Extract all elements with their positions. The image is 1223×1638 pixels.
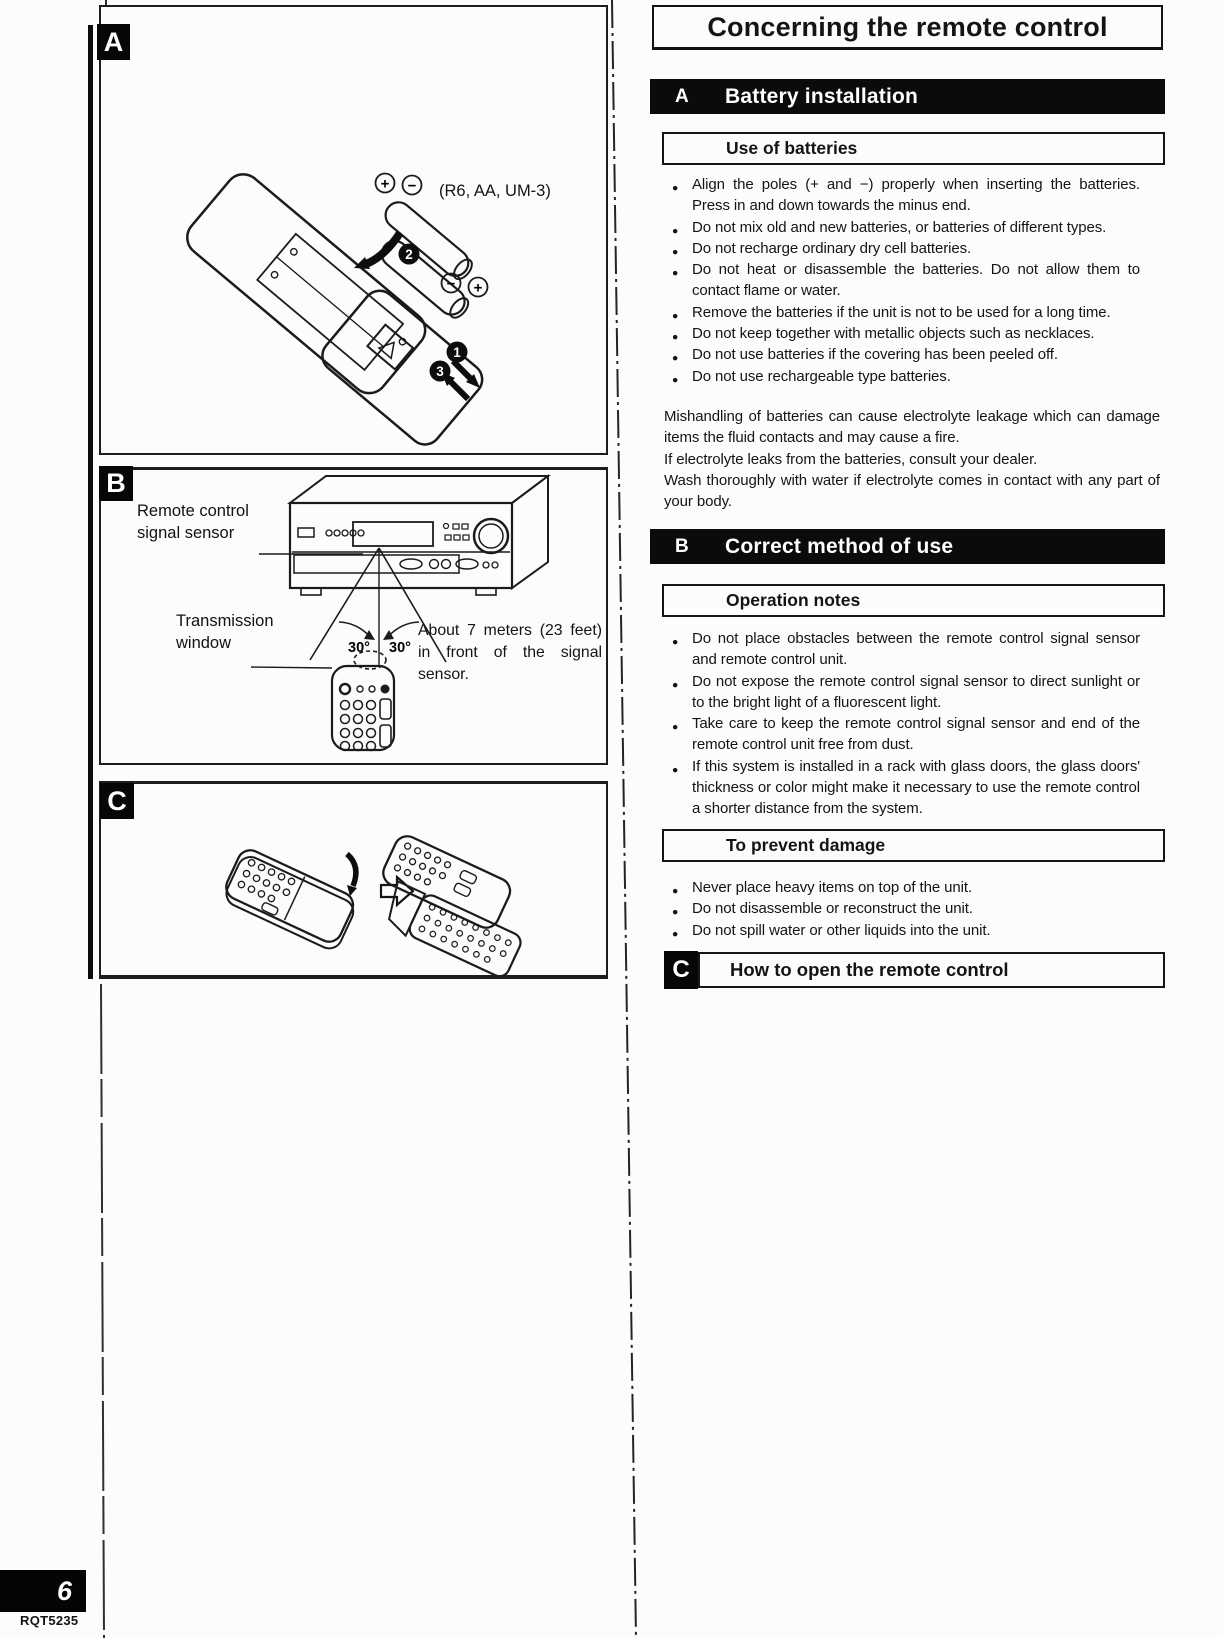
section-a-header: A Battery installation: [650, 79, 1165, 114]
list-item: Align the poles (+ and −) properly when …: [672, 174, 1140, 217]
prevent-damage-list: Never place heavy items on top of the un…: [650, 877, 1165, 946]
sensor-callout-label: Remote control signal sensor: [137, 502, 249, 542]
section-a-label: A: [675, 85, 689, 107]
left-column-rule: [88, 25, 93, 979]
prevent-damage-box: To prevent damage: [662, 829, 1165, 862]
figure-a-panel: + − − + 2 1 3: [99, 5, 608, 455]
minus-symbol: −: [408, 178, 417, 195]
plus-symbol: +: [474, 280, 483, 297]
use-of-batteries-box: Use of batteries: [662, 132, 1165, 165]
list-item: Do not mix old and new batteries, or bat…: [672, 217, 1140, 243]
section-b-header: B Correct method of use: [650, 529, 1165, 564]
operation-notes-list: Do not place obstacles between the remot…: [650, 628, 1165, 820]
section-b-title: Correct method of use: [725, 534, 954, 558]
section-c-title: How to open the remote control: [730, 959, 1009, 980]
panel-a-badge: A: [97, 24, 130, 60]
angle-right-label: 30°: [389, 640, 411, 656]
panel-b-badge: B: [99, 466, 133, 501]
figure-c-panel: [99, 781, 608, 979]
receiver-drawing: [287, 474, 551, 596]
battery-installation-illustration: + − − + 2 1 3: [186, 172, 551, 446]
page-title: Concerning the remote control: [652, 5, 1163, 50]
use-of-batteries-title: Use of batteries: [726, 138, 858, 158]
battery-warning-paragraph: Mishandling of batteries can cause elect…: [664, 406, 1160, 512]
signal-range-illustration: 30° 30°: [250, 474, 551, 752]
closed-remote-drawing: [225, 849, 355, 950]
step-3-badge: 3: [436, 364, 444, 379]
polarity-symbols: + − − +: [374, 172, 489, 298]
open-remote-illustration: [225, 835, 522, 976]
figure-b-panel: 30° 30°: [99, 467, 608, 765]
list-item: Do not use batteries if the covering has…: [672, 344, 1140, 370]
opened-remote-drawing: [382, 835, 522, 976]
section-c-label: C: [664, 951, 698, 989]
list-item: Do not expose the remote control signal …: [672, 671, 1140, 714]
list-item: Take care to keep the remote control sig…: [672, 713, 1140, 756]
panel-c-badge: C: [100, 783, 134, 819]
list-item: If this system is installed in a rack wi…: [672, 756, 1140, 820]
window-callout-label: Transmission window: [176, 612, 274, 652]
list-item: Do not spill water or other liquids into…: [672, 920, 1140, 946]
list-item: Do not disassemble or reconstruct the un…: [672, 898, 1140, 924]
step-2-badge: 2: [405, 247, 413, 262]
step-badges: 2 1 3: [398, 243, 468, 382]
battery-type-label: (R6, AA, UM-3): [439, 182, 551, 200]
list-item: Do not place obstacles between the remot…: [672, 628, 1140, 671]
list-item: Do not use rechargeable type batteries.: [672, 366, 1140, 392]
prevent-damage-title: To prevent damage: [726, 835, 886, 855]
paragraph-line: Mishandling of batteries can cause elect…: [664, 408, 1160, 447]
paragraph-line: Wash thoroughly with water if electrolyt…: [664, 471, 1160, 511]
minus-symbol: −: [447, 276, 456, 293]
doc-code: RQT5235: [20, 1613, 79, 1628]
list-item: Never place heavy items on top of the un…: [672, 877, 1140, 903]
plus-symbol: +: [381, 176, 390, 193]
section-c-header: How to open the remote control: [698, 952, 1165, 988]
step-1-badge: 1: [453, 345, 461, 360]
distance-note: About 7 meters (23 feet) in front of the…: [418, 622, 602, 683]
list-item: Do not recharge ordinary dry cell batter…: [672, 238, 1140, 264]
battery-pair: [380, 201, 473, 319]
page-number-box: 6: [0, 1570, 86, 1612]
list-item: Do not heat or disassemble the batteries…: [672, 259, 1140, 302]
section-b-label: B: [675, 535, 689, 557]
battery-bullet-list: Align the poles (+ and −) properly when …: [650, 174, 1165, 392]
list-item: Do not keep together with metallic objec…: [672, 323, 1140, 349]
operation-notes-title: Operation notes: [726, 590, 861, 610]
page-number: 6: [56, 1575, 72, 1606]
paragraph-line: If electrolyte leaks from the batteries,…: [664, 450, 1038, 468]
section-a-title: Battery installation: [725, 84, 919, 108]
remote-drawing: [250, 650, 396, 752]
angle-left-label: 30°: [348, 640, 370, 656]
operation-notes-box: Operation notes: [662, 584, 1165, 617]
list-item: Remove the batteries if the unit is not …: [672, 302, 1140, 328]
